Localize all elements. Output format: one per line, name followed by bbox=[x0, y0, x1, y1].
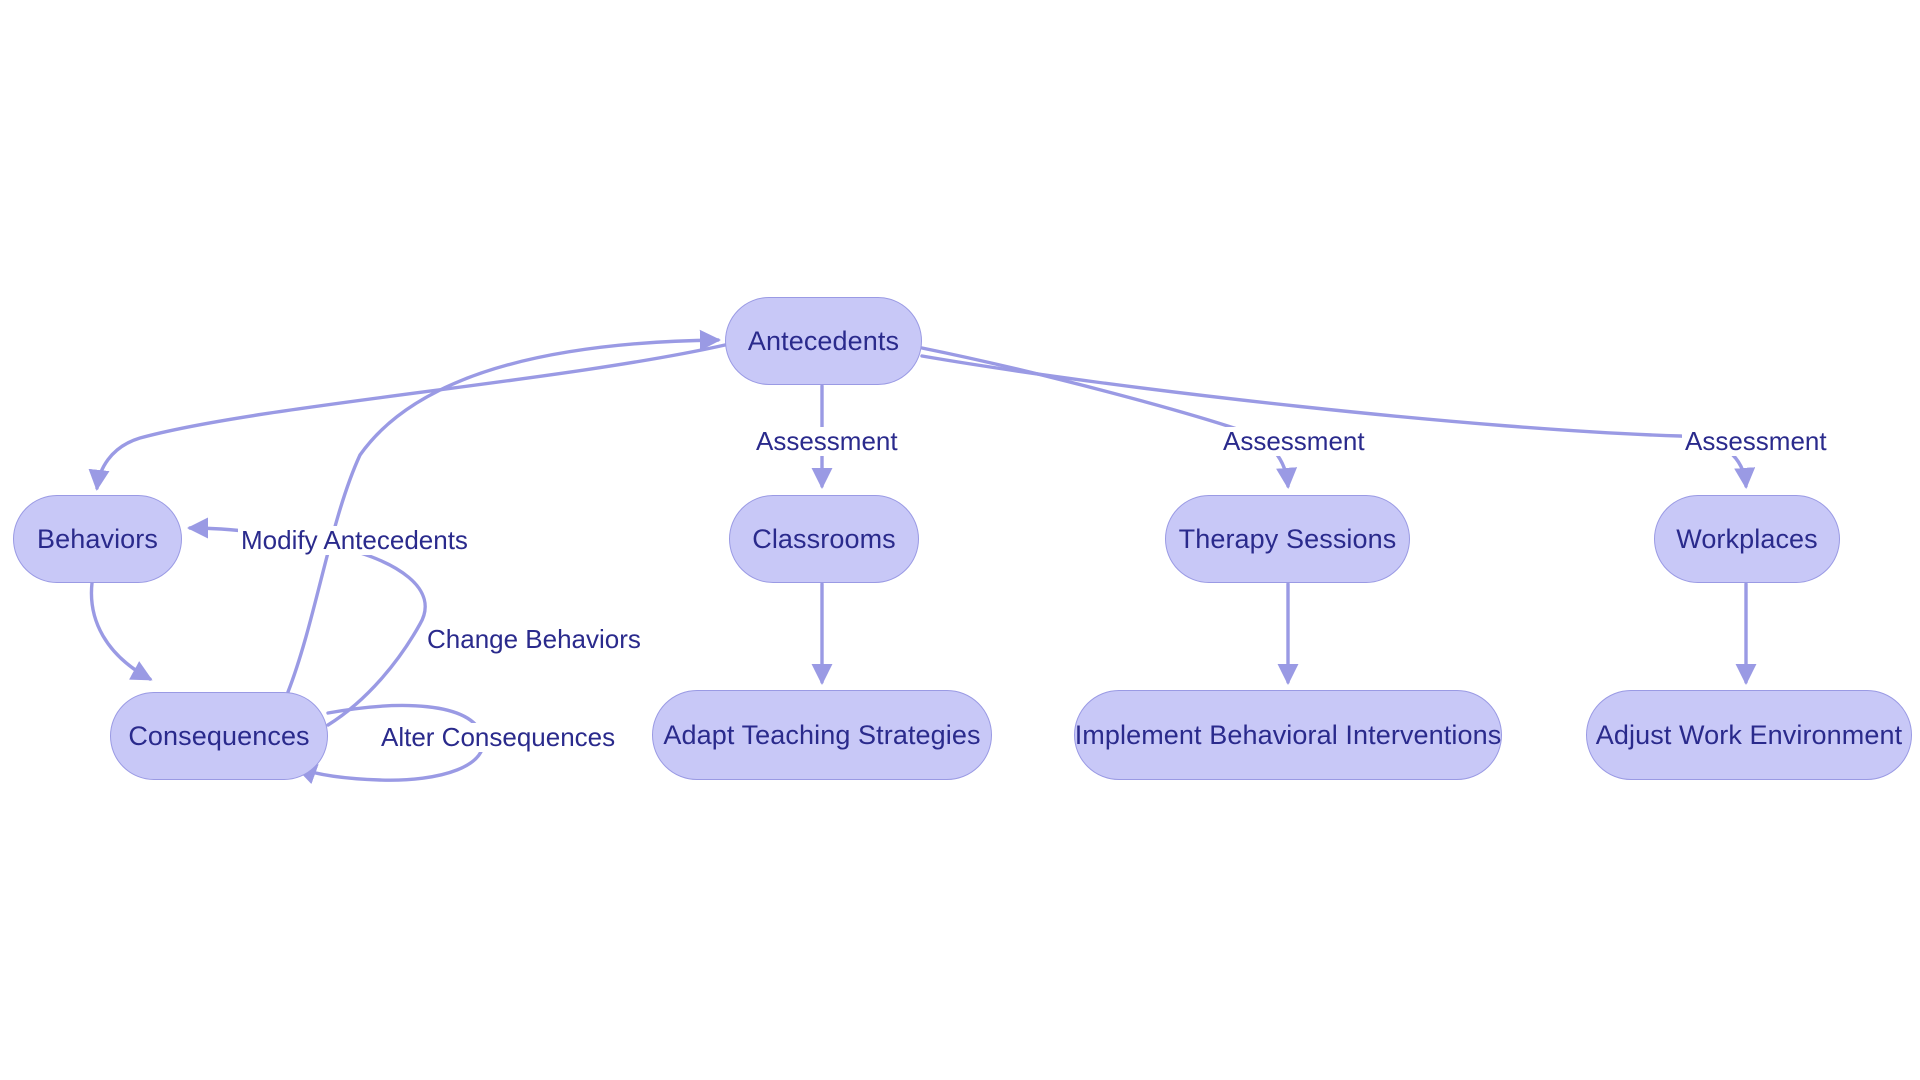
node-antecedents-label: Antecedents bbox=[747, 325, 900, 356]
node-classrooms[interactable]: Classrooms bbox=[729, 495, 919, 583]
node-adapt-teaching-strategies-label: Adapt Teaching Strategies bbox=[663, 719, 981, 750]
node-behaviors[interactable]: Behaviors bbox=[13, 495, 182, 583]
node-classrooms-label: Classrooms bbox=[752, 523, 896, 554]
node-consequences-label: Consequences bbox=[128, 720, 310, 751]
edge-label-assessment-classrooms: Assessment bbox=[753, 427, 901, 456]
node-adapt-teaching-strategies[interactable]: Adapt Teaching Strategies bbox=[652, 690, 992, 780]
node-therapy-sessions[interactable]: Therapy Sessions bbox=[1165, 495, 1410, 583]
edge-label-alter-consequences: Alter Consequences bbox=[378, 723, 619, 752]
node-workplaces[interactable]: Workplaces bbox=[1654, 495, 1840, 583]
node-adjust-work-environment-label: Adjust Work Environment bbox=[1595, 719, 1903, 750]
node-adjust-work-environment[interactable]: Adjust Work Environment bbox=[1586, 690, 1912, 780]
node-antecedents[interactable]: Antecedents bbox=[725, 297, 922, 385]
node-workplaces-label: Workplaces bbox=[1676, 523, 1818, 554]
edge-label-change-behaviors: Change Behaviors bbox=[424, 625, 644, 654]
node-consequences[interactable]: Consequences bbox=[110, 692, 328, 780]
edge-consequences-selfloop bbox=[295, 703, 485, 785]
edge-antecedents-therapy bbox=[920, 346, 1298, 489]
edge-label-assessment-therapy: Assessment bbox=[1220, 427, 1368, 456]
edge-consequences-antecedents bbox=[286, 329, 721, 694]
node-implement-behavioral-interventions[interactable]: Implement Behavioral Interventions bbox=[1074, 690, 1502, 780]
node-implement-behavioral-interventions-label: Implement Behavioral Interventions bbox=[1074, 719, 1502, 750]
node-therapy-sessions-label: Therapy Sessions bbox=[1178, 523, 1397, 554]
node-behaviors-label: Behaviors bbox=[37, 523, 158, 554]
edge-label-modify-antecedents: Modify Antecedents bbox=[238, 526, 471, 555]
edge-antecedents-workplaces bbox=[920, 354, 1756, 489]
edge-behaviors-consequences bbox=[89, 581, 153, 681]
edge-label-assessment-workplaces: Assessment bbox=[1682, 427, 1830, 456]
edge-antecedents-behaviors bbox=[88, 343, 727, 491]
